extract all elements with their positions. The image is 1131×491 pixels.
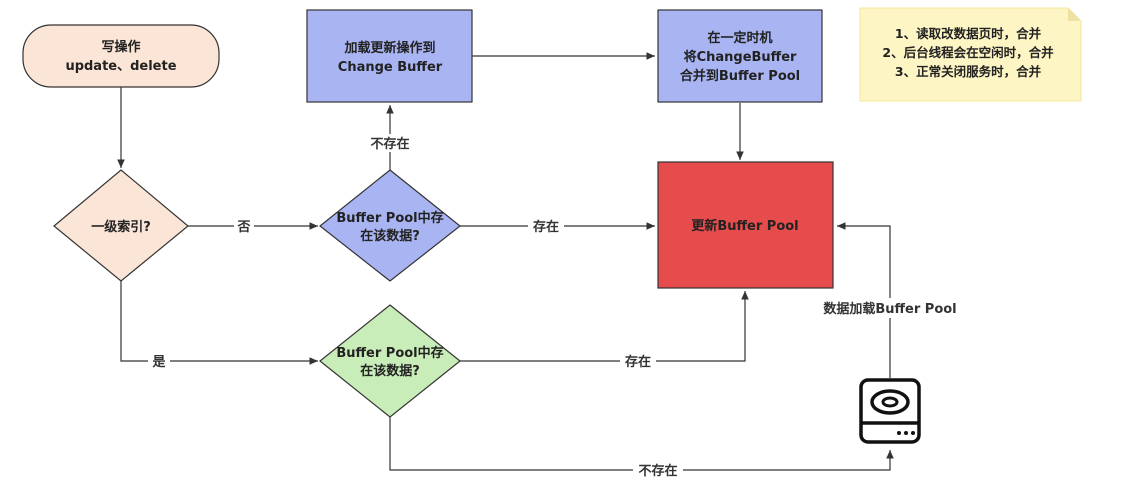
load-cb-line1: 加载更新操作到	[343, 40, 435, 56]
node-index-question: 一级索引?	[53, 169, 189, 282]
write-op-line2: update、delete	[65, 59, 176, 74]
pool-question-top-line1: Buffer Pool中存	[336, 210, 443, 226]
label-not-exists-bottom: 不存在	[638, 463, 677, 479]
node-load-change-buffer: 加载更新操作到 Change Buffer	[306, 9, 473, 103]
edge-disk-to-update	[837, 222, 891, 378]
node-pool-question-bottom: Buffer Pool中存 在该数据?	[319, 304, 461, 418]
edge-exists-bottom	[460, 291, 749, 362]
note-line-2: 2、后台线程会在空闲时，合并	[882, 45, 1054, 60]
label-no: 否	[236, 220, 250, 235]
merge-line1: 在一定时机	[707, 30, 772, 46]
note-line-3: 3、正常关闭服务时，合并	[895, 64, 1042, 79]
note-line-1: 1、读取改数据页时，合并	[895, 26, 1042, 41]
node-pool-question-top: Buffer Pool中存 在该数据?	[319, 169, 461, 282]
hard-disk-icon	[859, 378, 921, 444]
label-not-exists-top: 不存在	[370, 136, 409, 152]
node-write-op: 写操作 update、delete	[22, 24, 220, 88]
pool-question-bottom-line2: 在该数据?	[360, 363, 420, 379]
label-exists-top: 存在	[533, 219, 559, 235]
edge-yes	[120, 281, 318, 365]
label-yes: 是	[151, 355, 166, 370]
pool-question-bottom-line1: Buffer Pool中存	[336, 345, 443, 361]
sticky-note: 1、读取改数据页时，合并 2、后台线程会在空闲时，合并 3、正常关闭服务时，合并	[859, 7, 1082, 102]
update-pool-label: 更新Buffer Pool	[691, 218, 798, 234]
label-load-pool: 数据加载Buffer Pool	[823, 301, 956, 317]
index-question-label: 一级索引?	[91, 219, 151, 235]
load-cb-line2: Change Buffer	[338, 60, 443, 75]
node-update-pool: 更新Buffer Pool	[657, 161, 834, 289]
write-op-line1: 写操作	[101, 39, 140, 55]
label-exists-bottom: 存在	[625, 354, 651, 370]
pool-question-top-line2: 在该数据?	[360, 228, 420, 244]
merge-line3: 合并到Buffer Pool	[680, 68, 800, 84]
node-merge: 在一定时机 将ChangeBuffer 合并到Buffer Pool	[657, 9, 823, 103]
edge-labels: 否 不存在 存在 是 存在 不存在 数据加载Buffer Pool	[148, 134, 964, 479]
merge-line2: 将ChangeBuffer	[684, 49, 797, 65]
